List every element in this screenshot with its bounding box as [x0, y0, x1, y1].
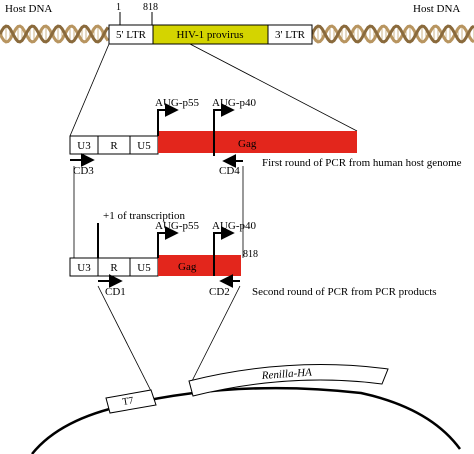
- dna-strand: [0, 24, 110, 44]
- round1-gag-bar: [158, 131, 357, 153]
- t7-label: T7: [122, 395, 135, 408]
- round2-aug-p55-label: AUG-p55: [155, 220, 199, 232]
- position-818-label: 818: [143, 2, 158, 13]
- host-dna-left-label: Host DNA: [5, 3, 52, 15]
- primer-cd4-label: CD4: [219, 165, 240, 177]
- ltr3-box: [267, 24, 313, 45]
- round2-u5-label: U5: [137, 262, 151, 274]
- host-dna-helix-left: [0, 24, 110, 44]
- round1-aug-p55-label: AUG-p55: [155, 97, 199, 109]
- round2-gag-label: Gag: [178, 261, 197, 273]
- round1-aug-p40-label: AUG-p40: [212, 97, 256, 109]
- round1-u3-label: U3: [77, 140, 91, 152]
- round1-u5-label: U5: [137, 140, 151, 152]
- round2-gag-bar: [158, 255, 241, 276]
- primer-cd2-label: CD2: [209, 286, 230, 298]
- dna-strand: [310, 24, 474, 44]
- round2-aug-p40-label: AUG-p40: [212, 220, 256, 232]
- zoom-line-right-1: [189, 43, 358, 132]
- dna-strand: [0, 24, 110, 44]
- zoom-line-left-3: [97, 285, 152, 392]
- ltr5-label: 5' LTR: [116, 29, 147, 41]
- ltr3-label: 3' LTR: [275, 29, 306, 41]
- provirus-label: HIV-1 provirus: [176, 29, 243, 41]
- round1-r-label: R: [110, 140, 118, 152]
- round1-caption: First round of PCR from human host genom…: [262, 157, 462, 169]
- transcription-start-label: +1 of transcription: [103, 210, 185, 222]
- zoom-line-right-3: [191, 285, 241, 382]
- round2-position-818-label: 818: [243, 249, 258, 260]
- renilla-ha-box: [188, 364, 389, 397]
- host-dna-helix-right: [310, 24, 474, 44]
- round2-aug-p55-arrow: [157, 226, 179, 258]
- round2-aug-p40-arrow: [213, 226, 235, 276]
- primer-cd1-label: CD1: [105, 286, 126, 298]
- round1-aug-p55-arrow: [157, 103, 179, 136]
- plasmid-backbone-arc: [31, 386, 462, 454]
- round2-u3-label: U3: [77, 262, 91, 274]
- t7-promoter-box: [105, 389, 157, 414]
- host-dna-right-label: Host DNA: [413, 3, 460, 15]
- round1-aug-p40-arrow: [213, 103, 235, 156]
- round2-caption: Second round of PCR from PCR products: [252, 286, 437, 298]
- round1-gag-label: Gag: [238, 138, 257, 150]
- primer-cd3-label: CD3: [73, 165, 94, 177]
- round2-r-label: R: [110, 262, 118, 274]
- zoom-line-left-1: [69, 43, 110, 137]
- position-1-label: 1: [116, 2, 121, 13]
- dna-strand: [310, 24, 474, 44]
- renilla-ha-label: Renilla-HA: [260, 367, 312, 383]
